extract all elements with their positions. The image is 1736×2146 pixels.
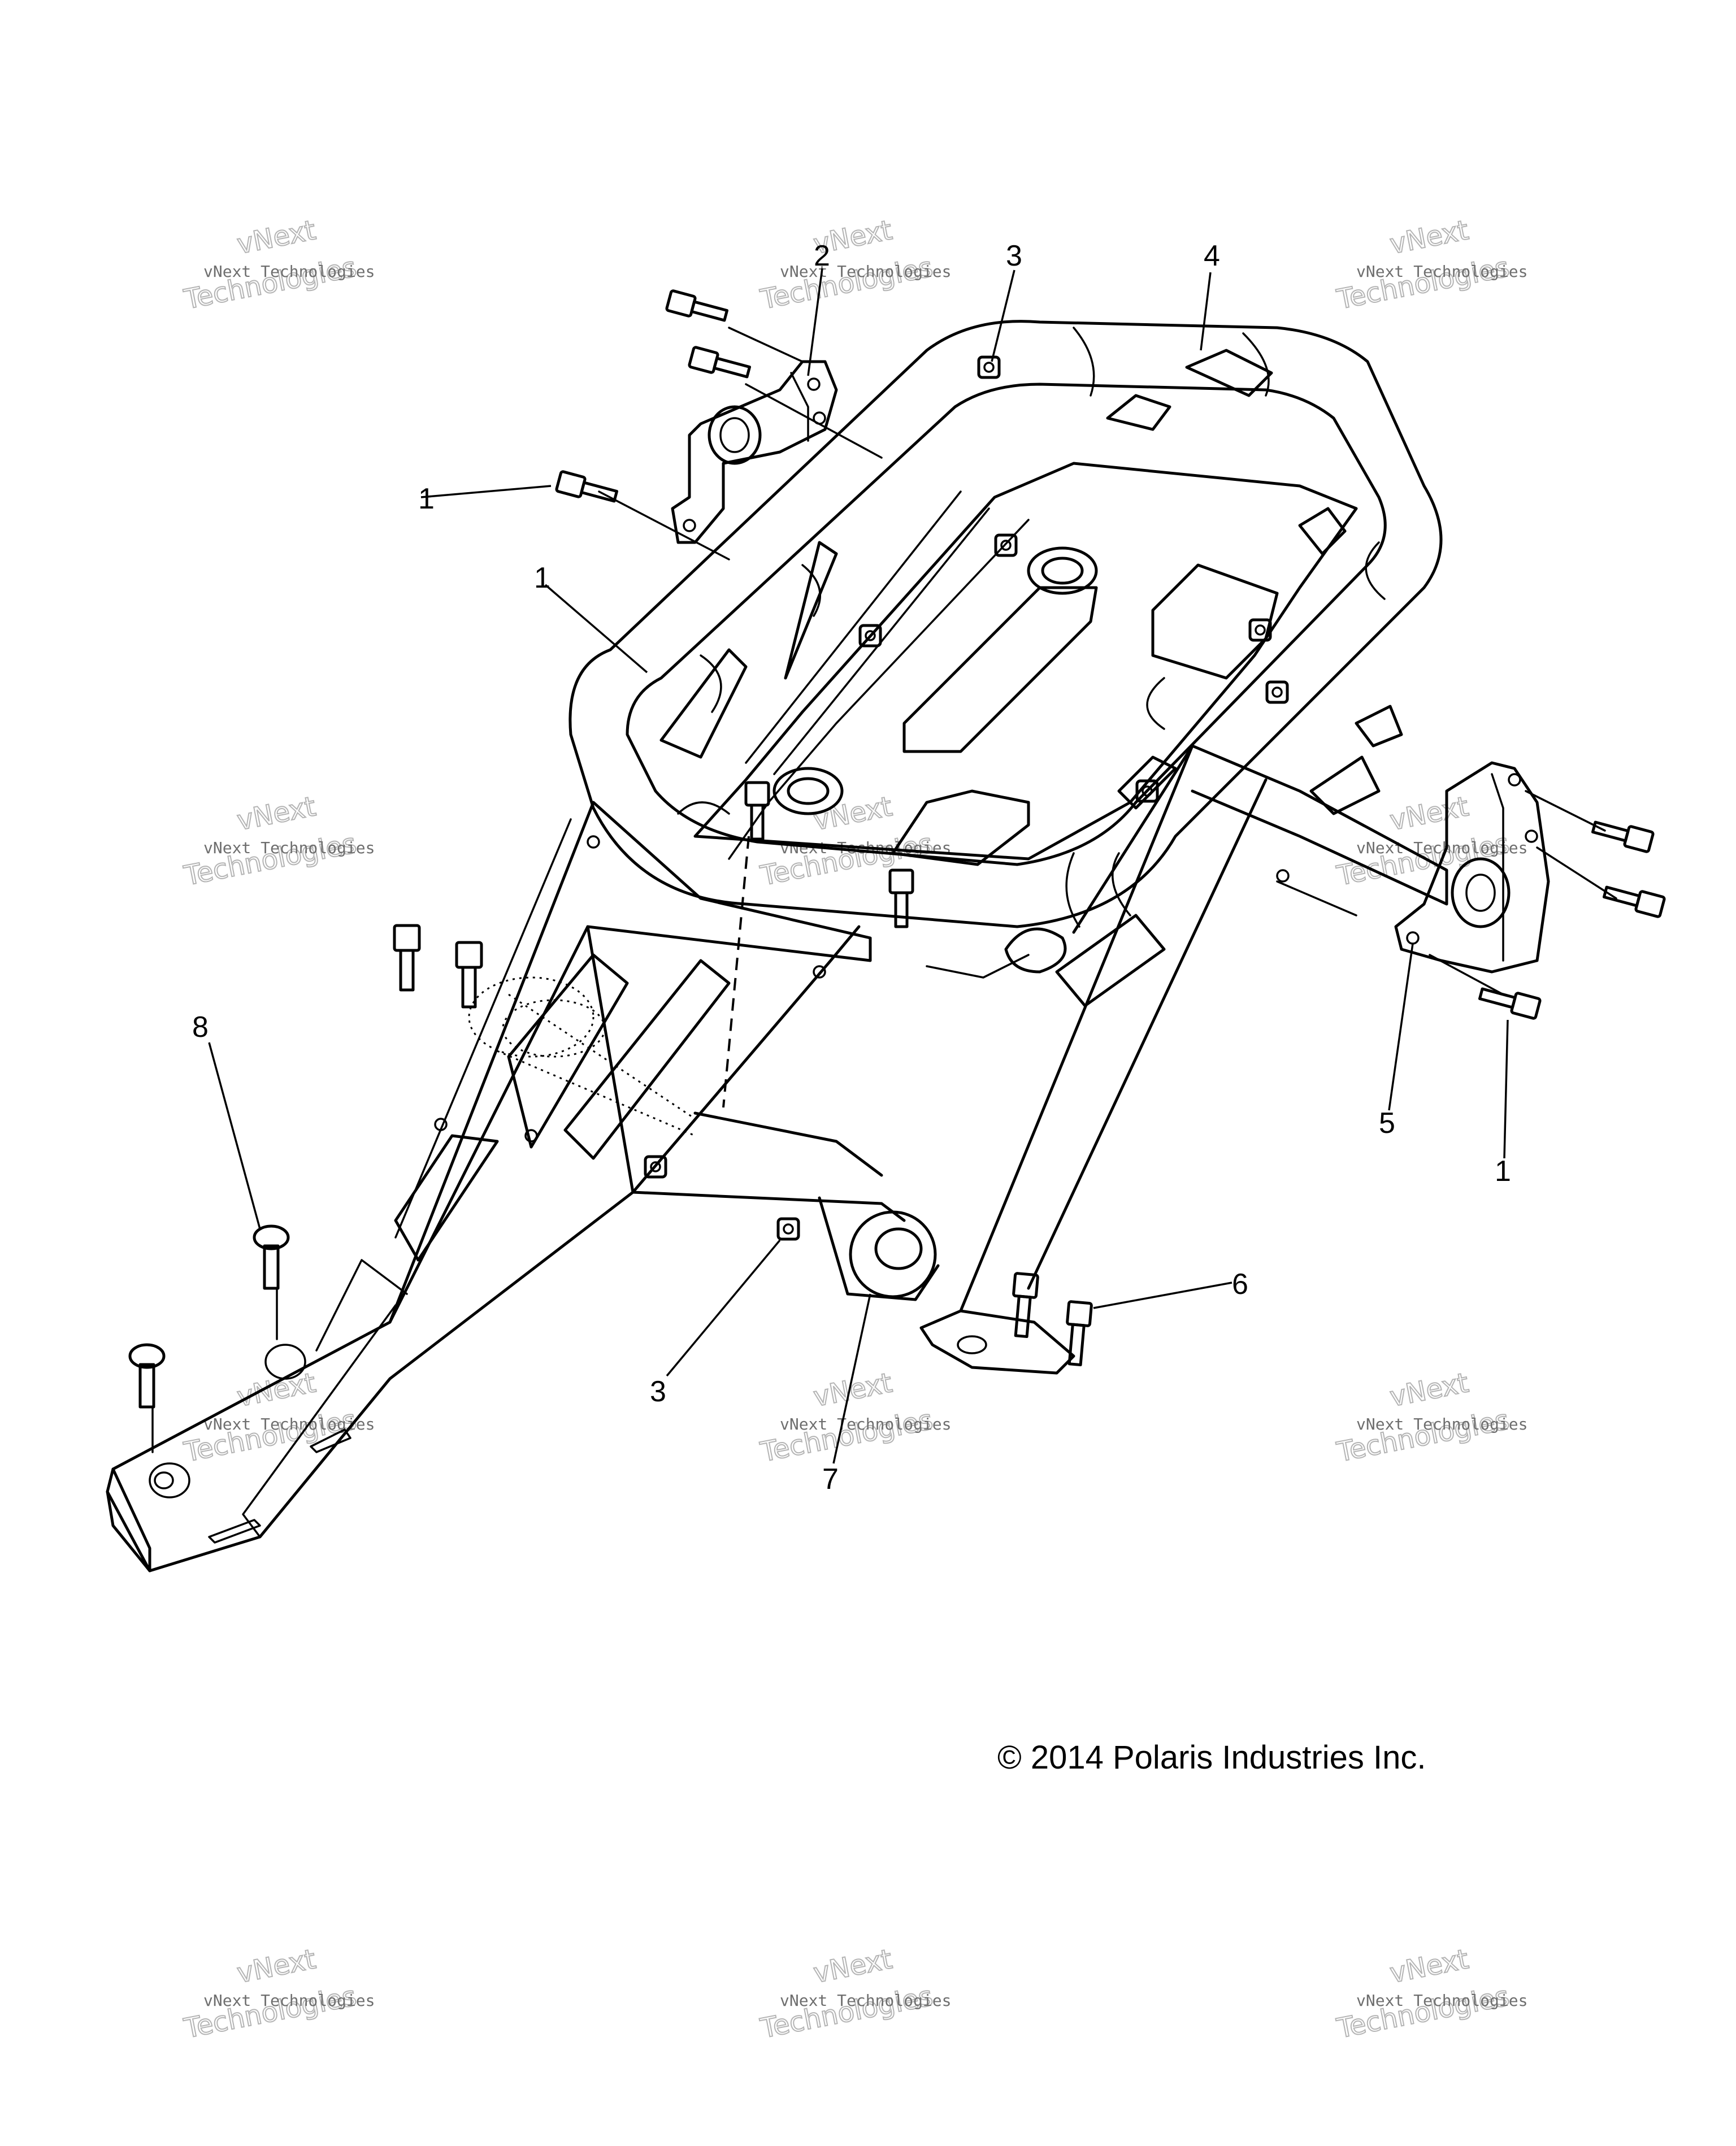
rear-rack xyxy=(568,320,1443,979)
svg-text:vNext Technologies: vNext Technologies xyxy=(1356,839,1527,857)
svg-text:Technologies: Technologies xyxy=(758,828,935,892)
button-bolt-icon xyxy=(253,1224,290,1290)
bolt-icon xyxy=(1012,1272,1039,1339)
callout-label: 4 xyxy=(1204,240,1220,272)
svg-text:Technologies: Technologies xyxy=(758,1980,935,2045)
svg-text:vNext: vNext xyxy=(235,214,318,260)
bolt-icon xyxy=(744,781,770,841)
callout-label: 2 xyxy=(814,240,830,272)
watermark-low-right: Technologies vNext vNext Technologies xyxy=(1334,1366,1528,1469)
svg-text:vNext Technologies: vNext Technologies xyxy=(1356,1991,1527,2010)
svg-text:vNext Technologies: vNext Technologies xyxy=(1356,1415,1527,1433)
bolt-icon xyxy=(688,346,752,379)
svg-text:vNext: vNext xyxy=(235,1367,318,1413)
svg-text:vNext: vNext xyxy=(1387,214,1471,260)
watermark-low-left: Technologies vNext vNext Technologies xyxy=(181,1366,375,1469)
svg-text:vNext Technologies: vNext Technologies xyxy=(780,1991,951,2010)
nut-icon xyxy=(1248,618,1272,642)
bolt-icon xyxy=(555,470,619,503)
svg-text:vNext Technologies: vNext Technologies xyxy=(203,839,375,857)
svg-text:Technologies: Technologies xyxy=(1334,1980,1512,2045)
svg-text:vNext Technologies: vNext Technologies xyxy=(203,1991,375,2010)
svg-text:Technologies: Technologies xyxy=(1334,251,1512,316)
watermark-top-center: Technologies vNext vNext Technologies xyxy=(757,214,952,316)
watermark-mid-left: Technologies vNext vNext Technologies xyxy=(181,790,375,892)
callout-label: 3 xyxy=(650,1375,666,1408)
callout-label: 3 xyxy=(1006,240,1022,272)
callout-label: 1 xyxy=(418,483,435,515)
svg-text:vNext: vNext xyxy=(1387,1943,1471,1989)
svg-text:Technologies: Technologies xyxy=(181,828,359,892)
svg-text:vNext Technologies: vNext Technologies xyxy=(780,1415,951,1433)
fasteners xyxy=(128,289,1666,1453)
svg-text:vNext Technologies: vNext Technologies xyxy=(780,262,951,281)
watermark-top-right: Technologies vNext vNext Technologies xyxy=(1334,214,1528,316)
callout-label: 6 xyxy=(1232,1268,1248,1301)
svg-text:Technologies: Technologies xyxy=(1334,1404,1512,1469)
nut-icon xyxy=(858,624,882,648)
button-bolt-icon xyxy=(128,1343,166,1409)
copyright-notice: © 2014 Polaris Industries Inc. xyxy=(997,1739,1426,1776)
svg-text:Technologies: Technologies xyxy=(181,1980,359,2045)
bolt-icon xyxy=(888,868,914,928)
right-bracket xyxy=(1394,761,1550,974)
svg-text:vNext: vNext xyxy=(1387,790,1471,837)
bolt-icon xyxy=(1591,820,1655,853)
watermark-top-left: Technologies vNext vNext Technologies xyxy=(181,214,375,316)
svg-text:vNext Technologies: vNext Technologies xyxy=(203,262,375,281)
callout-label: 8 xyxy=(192,1011,209,1044)
nut-icon xyxy=(776,1217,800,1241)
svg-text:vNext: vNext xyxy=(235,790,318,837)
watermark-bottom-right: Technologies vNext vNext Technologies xyxy=(1334,1943,1528,2045)
svg-text:vNext Technologies: vNext Technologies xyxy=(1356,262,1527,281)
svg-text:Technologies: Technologies xyxy=(758,251,935,316)
rear-frame-assembly xyxy=(106,744,1448,1572)
svg-text:vNext: vNext xyxy=(235,1943,318,1989)
callout-labels: 1 2 3 4 1 1 5 8 3 7 6 xyxy=(192,240,1511,1496)
bolt-icon xyxy=(455,941,483,1009)
svg-text:vNext: vNext xyxy=(1387,1367,1471,1413)
nut-icon xyxy=(1135,779,1159,803)
bolt-icon xyxy=(1066,1300,1093,1367)
nut-icon xyxy=(644,1155,667,1179)
svg-text:Technologies: Technologies xyxy=(181,251,359,316)
svg-text:Technologies: Technologies xyxy=(758,1404,935,1469)
svg-text:vNext: vNext xyxy=(811,1943,895,1989)
bolt-icon xyxy=(393,924,421,992)
callout-label: 1 xyxy=(534,562,550,594)
leader-lines xyxy=(208,268,1509,1464)
callout-label: 7 xyxy=(822,1463,839,1496)
nut-icon xyxy=(994,533,1018,557)
bolt-icon xyxy=(1602,885,1666,918)
watermark-bottom-left: Technologies vNext vNext Technologies xyxy=(181,1943,375,2045)
watermark-mid-center: Technologies vNext vNext Technologies xyxy=(757,790,952,892)
bolt-icon xyxy=(665,289,729,322)
svg-text:vNext Technologies: vNext Technologies xyxy=(203,1415,375,1433)
nut-icon xyxy=(977,355,1001,379)
callout-label: 5 xyxy=(1379,1107,1395,1140)
watermark-bottom-center: Technologies vNext vNext Technologies xyxy=(757,1943,952,2045)
callout-label: 1 xyxy=(1495,1155,1511,1188)
nut-icon xyxy=(1265,680,1289,704)
bolt-icon xyxy=(1478,987,1542,1020)
